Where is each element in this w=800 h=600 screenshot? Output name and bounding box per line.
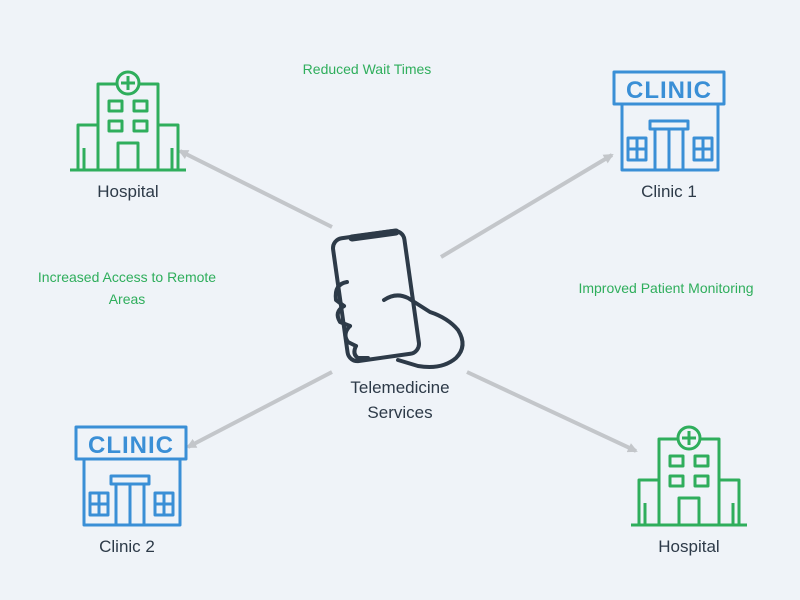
arrow-to-hospital-top-left xyxy=(178,149,333,229)
hospital-label-bottom-right: Hospital xyxy=(658,537,720,556)
hand-holding-smartphone-icon xyxy=(331,228,465,369)
benefit-remote-access-line-2: Areas xyxy=(108,291,146,307)
benefit-remote-access: Increased Access to Remote Areas xyxy=(14,266,240,310)
clinic-building-icon xyxy=(74,425,188,527)
arrow-to-clinic-2 xyxy=(186,370,333,449)
arrow-to-hospital-bottom-right xyxy=(466,370,638,453)
clinic-sign-text: CLINIC xyxy=(626,77,712,104)
center-title-line-1: Telemedicine xyxy=(350,378,450,397)
benefit-patient-monitoring: Improved Patient Monitoring xyxy=(578,280,754,296)
hospital-label-top-left: Hospital xyxy=(97,182,159,201)
hospital-building-icon xyxy=(631,425,747,527)
arrow-to-clinic-1 xyxy=(439,153,614,259)
clinic-2-label: Clinic 2 xyxy=(99,537,155,556)
benefit-remote-access-line-1: Increased Access to Remote xyxy=(37,269,217,285)
clinic-sign-text: CLINIC xyxy=(88,432,174,459)
center-title-line-2: Services xyxy=(367,403,433,422)
hospital-building-icon xyxy=(70,70,186,172)
benefit-reduced-wait-times: Reduced Wait Times xyxy=(302,61,432,77)
clinic-building-icon xyxy=(612,70,726,172)
clinic-1-label: Clinic 1 xyxy=(641,182,697,201)
center-service-label: Telemedicine Services xyxy=(320,375,480,425)
